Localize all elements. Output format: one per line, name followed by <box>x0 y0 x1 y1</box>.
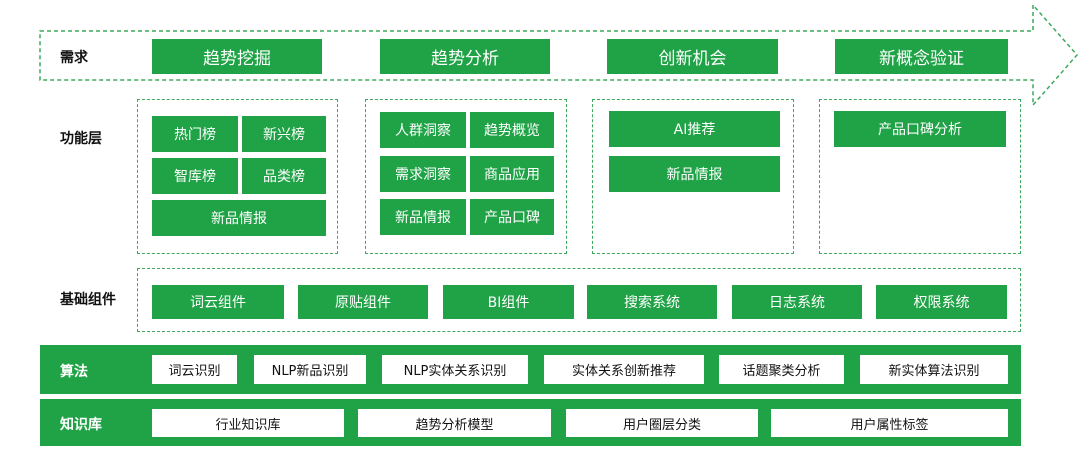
kb-item-industry: 行业知识库 <box>152 409 344 437</box>
kb-item-user-tags: 用户属性标签 <box>771 409 1008 437</box>
knowledge-bar: 知识库 行业知识库 趋势分析模型 用户圈层分类 用户属性标签 <box>40 399 1021 446</box>
algo-item-relation-recommend: 实体关系创新推荐 <box>544 355 704 384</box>
function-item-reputation-analysis: 产品口碑分析 <box>834 111 1006 147</box>
knowledge-label: 知识库 <box>60 417 102 433</box>
function-item-think-tank-list: 智库榜 <box>152 158 238 194</box>
demand-item-2: 趋势分析 <box>380 39 550 74</box>
base-item-original-post: 原贴组件 <box>298 285 428 319</box>
function-group-3: AI推荐 新品情报 <box>592 99 794 254</box>
demand-item-4: 新概念验证 <box>835 39 1008 74</box>
algorithm-bar: 算法 词云识别 NLP新品识别 NLP实体关系识别 实体关系创新推荐 话题聚类分… <box>40 345 1021 394</box>
function-layer-label: 功能层 <box>60 131 102 147</box>
base-components-label: 基础组件 <box>60 292 116 308</box>
base-item-permission: 权限系统 <box>876 285 1007 319</box>
function-item-product-reputation: 产品口碑 <box>470 199 554 235</box>
algo-item-nlp-entity-relation: NLP实体关系识别 <box>382 355 528 384</box>
function-item-emerging-list: 新兴榜 <box>242 116 326 152</box>
base-item-search: 搜索系统 <box>587 285 717 319</box>
algorithm-label: 算法 <box>60 364 88 380</box>
demand-item-3: 创新机会 <box>607 39 778 74</box>
algo-item-new-entity: 新实体算法识别 <box>860 355 1008 384</box>
function-item-product-application: 商品应用 <box>470 156 554 192</box>
function-group-4: 产品口碑分析 <box>819 99 1021 254</box>
function-item-crowd-insight: 人群洞察 <box>380 112 466 148</box>
demand-label: 需求 <box>60 50 88 66</box>
algo-item-topic-cluster: 话题聚类分析 <box>719 355 844 384</box>
algo-item-wordcloud: 词云识别 <box>152 355 237 384</box>
function-item-demand-insight: 需求洞察 <box>380 156 466 192</box>
kb-item-user-circle: 用户圈层分类 <box>566 409 758 437</box>
base-item-wordcloud: 词云组件 <box>152 285 284 319</box>
base-item-bi: BI组件 <box>443 285 574 319</box>
function-item-ai-recommend: AI推荐 <box>609 111 780 147</box>
function-group-1: 热门榜 新兴榜 智库榜 品类榜 新品情报 <box>137 99 338 254</box>
function-item-new-product-intel-2: 新品情报 <box>380 199 466 235</box>
function-item-hot-list: 热门榜 <box>152 116 238 152</box>
demand-item-1: 趋势挖掘 <box>152 39 322 74</box>
function-item-trend-overview: 趋势概览 <box>470 112 554 148</box>
function-item-new-product-intel: 新品情报 <box>152 200 326 236</box>
base-item-log: 日志系统 <box>732 285 862 319</box>
function-group-2: 人群洞察 趋势概览 需求洞察 商品应用 新品情报 产品口碑 <box>365 99 567 254</box>
algo-item-nlp-new-product: NLP新品识别 <box>254 355 366 384</box>
function-item-new-product-intel-3: 新品情报 <box>609 156 780 192</box>
function-item-category-list: 品类榜 <box>242 158 326 194</box>
kb-item-trend-model: 趋势分析模型 <box>358 409 551 437</box>
base-components-group: 词云组件 原贴组件 BI组件 搜索系统 日志系统 权限系统 <box>137 268 1021 332</box>
